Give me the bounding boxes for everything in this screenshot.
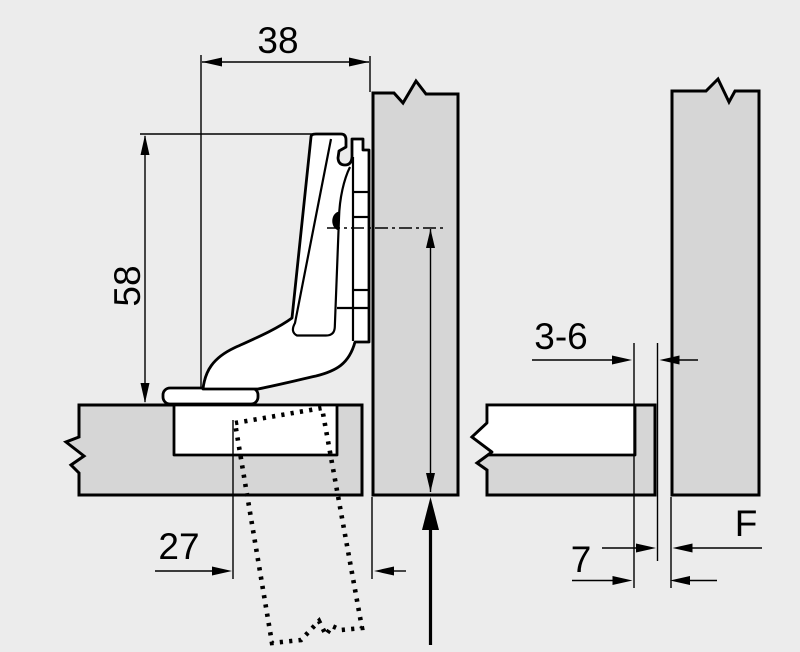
hinge-inner-contour xyxy=(291,138,351,337)
dimension-58-label: 58 xyxy=(107,265,148,306)
dimension-F: F xyxy=(602,503,762,553)
arrowhead-up-icon xyxy=(426,229,435,248)
dimension-F-label: F xyxy=(735,503,758,544)
arrowhead-right-icon xyxy=(636,543,656,553)
dimension-3-6-label: 3-6 xyxy=(534,316,587,357)
dimension-27-label: 27 xyxy=(158,526,199,567)
dimension-3-6: 3-6 xyxy=(532,316,698,365)
dimension-7-label: 7 xyxy=(571,539,592,580)
arrowhead-left-icon xyxy=(670,576,690,585)
panel-recess xyxy=(470,403,637,457)
hinge-mounting-plate-details xyxy=(337,157,369,341)
dimension-7: 7 xyxy=(571,539,717,585)
arrowhead-right-icon xyxy=(349,57,369,67)
door-panel xyxy=(670,76,761,497)
dimension-axis-height xyxy=(422,229,439,645)
cabinet-side-panel xyxy=(371,78,460,497)
door-open-position-outline xyxy=(232,405,365,646)
dimension-38-label: 38 xyxy=(257,20,298,61)
hinge-body xyxy=(201,132,371,391)
arrowhead-left-icon xyxy=(659,355,680,365)
arrowhead-down-icon xyxy=(140,383,150,403)
arrowhead-up-icon xyxy=(140,135,150,155)
hinge-cup-recess xyxy=(172,403,339,457)
arrowhead-left-icon xyxy=(374,566,394,576)
gap-view: 3-6 F 7 xyxy=(469,76,762,588)
arrowhead-left-icon xyxy=(672,543,693,553)
arrowhead-left-icon xyxy=(202,57,222,67)
arrowhead-right-icon xyxy=(612,355,632,365)
arrowhead-down-icon xyxy=(426,473,435,492)
arrowhead-right-icon xyxy=(612,576,633,585)
dimension-27: 27 xyxy=(155,420,406,579)
hinge-cam-detail xyxy=(332,211,339,231)
dimension-38: 38 xyxy=(200,20,371,389)
arrowhead-up-large-icon xyxy=(422,497,439,530)
arrowhead-right-icon xyxy=(212,566,232,576)
side-view-with-hinge: 38 58 27 xyxy=(62,20,460,646)
dimension-58: 58 xyxy=(107,133,313,403)
